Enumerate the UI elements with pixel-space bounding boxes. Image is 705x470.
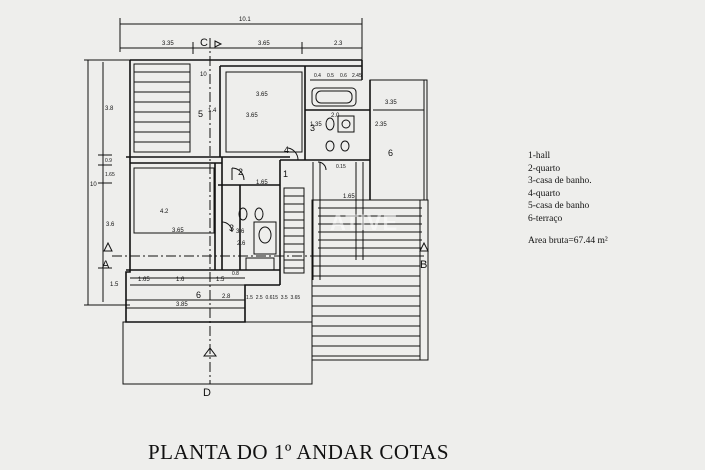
bottom-slab	[122, 277, 313, 385]
room-number-5: 5	[198, 109, 203, 119]
dim-left-15: 1.5	[110, 282, 119, 288]
dim-top-245: 2.45	[352, 73, 362, 79]
dim-bath-20: 2.0	[331, 113, 340, 119]
room-number-1: 1	[283, 169, 288, 179]
dim-bottom-08: 0.8	[232, 271, 239, 277]
dim-left-10: 10	[90, 182, 97, 188]
page-title: PLANTA DO 1º ANDAR COTAS	[148, 440, 450, 464]
section-arrow-c	[214, 40, 223, 48]
room-number-3-upper: 3	[310, 123, 315, 133]
legend-item-terraco: 6-terraço	[528, 213, 563, 224]
section-arrow-d	[203, 347, 217, 357]
dim-b3-36: 3.6	[236, 229, 245, 235]
room-4-bed	[225, 71, 303, 153]
section-arrow-b	[419, 241, 429, 252]
dim-top-05: 0.5	[327, 73, 334, 79]
section-arrow-a	[103, 241, 113, 252]
top-dimension-lines	[119, 18, 363, 81]
legend-gross-area: Area bruta=67.44 m²	[528, 236, 608, 246]
room-2-bed	[133, 167, 215, 234]
dim-165-right: 1.65	[343, 194, 355, 200]
dim-left-09: 0.9	[105, 158, 112, 164]
room-number-6-bottom: 6	[196, 290, 201, 300]
terrace-right	[369, 79, 428, 201]
dim-top-06: 0.6	[340, 73, 347, 79]
dim-top-335: 3.35	[162, 41, 174, 47]
dim-bottom-165: 1.65	[138, 277, 150, 283]
legend-item-hall: 1-hall	[528, 151, 551, 161]
left-dimension-lines	[84, 59, 130, 306]
section-marker-d: D	[203, 387, 211, 399]
dim-top-04: 0.4	[314, 73, 321, 79]
section-marker-b: B	[420, 259, 427, 271]
left-railing	[133, 63, 191, 153]
dim-bath-135: 1.35	[310, 122, 322, 128]
dim-top-365: 3.65	[258, 41, 270, 47]
dim-top-total: 10.1	[239, 17, 251, 23]
dim-terrace-235: 2.35	[375, 122, 387, 128]
bathroom-fixtures	[238, 87, 357, 271]
dim-room4-365h: 3.65	[256, 92, 268, 98]
dim-bottom-385: 3.85	[176, 302, 188, 308]
dim-bottom-28: 2.8	[222, 294, 231, 300]
dim-room4-365v: 3.65	[246, 113, 258, 119]
room-number-4: 4	[284, 145, 289, 155]
dim-hall-165: 1.65	[256, 180, 268, 186]
dim-room4-14: 1.4	[208, 108, 217, 114]
dim-room2-42: 4.2	[160, 209, 169, 215]
room-number-6-right: 6	[388, 148, 393, 158]
legend-item-casa-de-banho-3: 3-casa de banho.	[528, 176, 592, 186]
dim-left-165: 1.65	[105, 172, 115, 178]
dim-b3-26: 2.6	[237, 241, 246, 247]
legend-item-quarto-2: 2-quarto	[528, 163, 561, 174]
dim-left-38: 3.8	[105, 106, 114, 112]
building-walls	[125, 59, 371, 323]
dim-hall-015: 0.15	[336, 164, 346, 170]
door-swings	[221, 147, 327, 233]
stair-railings	[312, 162, 364, 280]
watermark-text: ATIVE	[330, 210, 399, 235]
room-number-2: 2	[238, 167, 243, 177]
section-marker-a: A	[102, 259, 110, 271]
room-number-10: 10	[200, 72, 207, 78]
room-legend: 1-hall 2-quarto 3-casa de banho. 4-quart…	[528, 150, 608, 248]
dim-bottom-16: 1.6	[176, 277, 185, 283]
section-marker-c: C	[200, 37, 208, 49]
staircase	[283, 187, 305, 274]
dim-room2-365: 3.65	[172, 228, 184, 234]
dim-top-23: 2.3	[334, 41, 343, 47]
dim-bottom-row: 1.5 2.5 0.615 3.5 3.65	[246, 295, 300, 301]
room-number-3-lower: 3	[229, 223, 234, 233]
legend-item-quarto-4: 4-quarto	[528, 188, 561, 199]
dim-terrace-335: 3.35	[385, 100, 397, 106]
dim-bottom-15: 1.5	[216, 277, 225, 283]
dim-left-36: 3.6	[106, 222, 115, 228]
legend-item-casa-de-banho-5: 5-casa de banho	[528, 201, 590, 211]
